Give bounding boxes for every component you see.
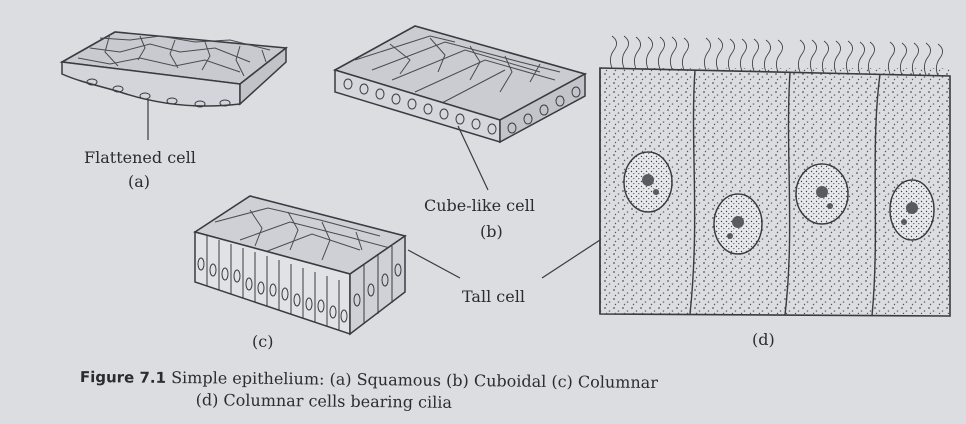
figure-number: Figure 7.1: [80, 368, 166, 387]
ciliated-columnar-drawing: [542, 36, 950, 316]
figure-caption: Figure 7.1 Simple epithelium: (a) Squamo…: [80, 366, 940, 419]
label-b: (b): [480, 222, 503, 241]
cuboidal-epithelium-drawing: [335, 26, 585, 190]
label-d: (d): [752, 330, 775, 349]
caption-line-1: Simple epithelium: (a) Squamous (b) Cubo…: [171, 368, 658, 392]
flattened-cell-label: Flattened cell: [84, 148, 196, 167]
squamous-epithelium-drawing: [62, 32, 286, 140]
label-a: (a): [128, 172, 150, 191]
label-c: (c): [252, 332, 273, 351]
tall-cell-label: Tall cell: [462, 287, 525, 306]
cube-like-cell-label: Cube-like cell: [424, 196, 535, 215]
columnar-epithelium-drawing: [195, 196, 460, 334]
